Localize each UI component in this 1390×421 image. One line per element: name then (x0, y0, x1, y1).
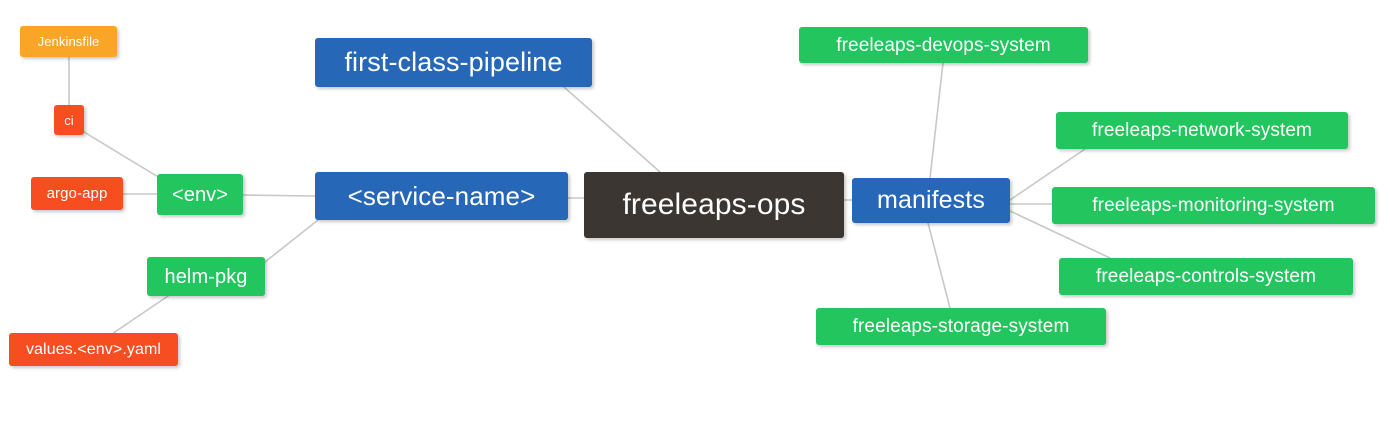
node-jenkinsfile[interactable]: Jenkinsfile (20, 26, 117, 57)
node-freeleaps-controls-system[interactable]: freeleaps-controls-system (1059, 258, 1353, 295)
node-label-service-name: <service-name> (347, 181, 536, 211)
node-freeleaps-devops-system[interactable]: freeleaps-devops-system (799, 27, 1088, 63)
node-label-manifests: manifests (877, 186, 985, 214)
edge-first-class-pipeline-to-freeleaps-ops (563, 86, 661, 173)
node-env[interactable]: <env> (157, 174, 243, 215)
node-argo-app[interactable]: argo-app (31, 177, 123, 210)
node-label-freeleaps-network-system: freeleaps-network-system (1092, 120, 1312, 141)
node-manifests[interactable]: manifests (852, 178, 1010, 223)
node-label-env: <env> (171, 183, 229, 206)
edge-helm-pkg-to-values-yaml (111, 295, 169, 335)
node-service-name[interactable]: <service-name> (315, 172, 568, 220)
node-freeleaps-storage-system[interactable]: freeleaps-storage-system (816, 308, 1106, 345)
node-label-values-yaml: values.<env>.yaml (25, 340, 162, 358)
node-label-freeleaps-monitoring-system: freeleaps-monitoring-system (1092, 195, 1335, 216)
node-first-class-pipeline[interactable]: first-class-pipeline (315, 38, 592, 87)
node-label-freeleaps-ops: freeleaps-ops (622, 188, 806, 221)
node-helm-pkg[interactable]: helm-pkg (147, 257, 265, 296)
edge-ci-to-env (83, 131, 161, 179)
edge-manifests-to-freeleaps-storage-system (927, 222, 951, 309)
node-label-helm-pkg: helm-pkg (164, 265, 248, 288)
edge-manifests-to-freeleaps-devops-system (929, 62, 944, 179)
node-ci[interactable]: ci (54, 105, 84, 135)
node-freeleaps-network-system[interactable]: freeleaps-network-system (1056, 112, 1348, 149)
node-label-ci: ci (64, 112, 74, 128)
node-freeleaps-ops[interactable]: freeleaps-ops (584, 172, 844, 238)
node-values-yaml[interactable]: values.<env>.yaml (9, 333, 178, 366)
node-label-freeleaps-controls-system: freeleaps-controls-system (1095, 266, 1317, 287)
node-freeleaps-monitoring-system[interactable]: freeleaps-monitoring-system (1052, 187, 1375, 224)
node-label-jenkinsfile: Jenkinsfile (37, 34, 100, 49)
edge-service-name-to-helm-pkg (264, 219, 319, 263)
node-label-freeleaps-storage-system: freeleaps-storage-system (852, 316, 1070, 337)
edge-env-to-service-name (242, 194, 316, 197)
node-label-freeleaps-devops-system: freeleaps-devops-system (836, 34, 1051, 56)
node-label-argo-app: argo-app (46, 185, 108, 202)
node-label-first-class-pipeline: first-class-pipeline (344, 47, 563, 77)
